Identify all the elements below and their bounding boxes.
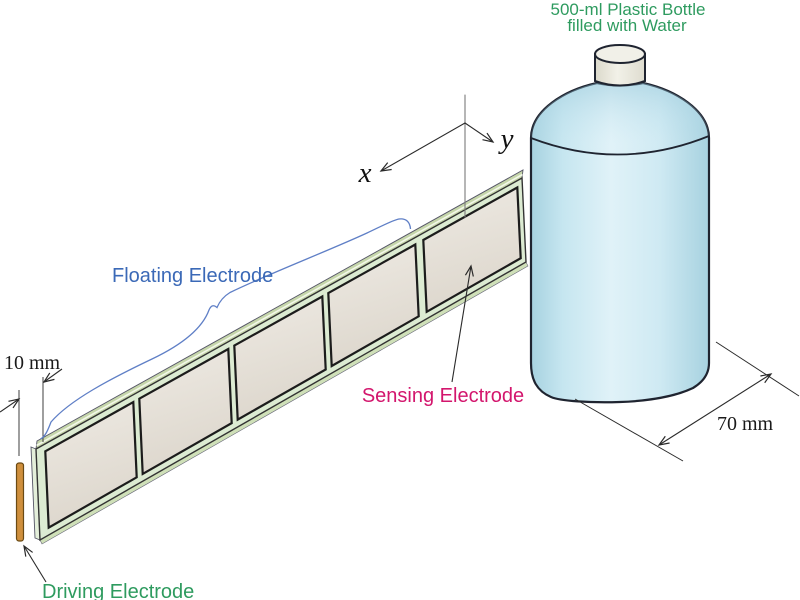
axis-y-arrow: [464, 122, 495, 143]
dimension-10mm-label: 10 mm: [4, 352, 61, 374]
plastic-bottle: [529, 44, 711, 404]
floating-electrode-plate-1: [44, 400, 138, 530]
floating-electrode-plate-3: [233, 294, 327, 422]
axis-y-label: y: [498, 123, 514, 155]
bottle-title-line1: 500-ml Plastic Bottle: [551, 0, 706, 19]
floating-electrode-label: Floating Electrode: [112, 265, 273, 287]
floating-electrode-plate-4: [327, 242, 420, 368]
coordinate-axes: [379, 94, 495, 218]
driving-electrode-arrow: [23, 544, 47, 583]
bottle-shoulder-rim: [530, 135, 710, 156]
bottle-shoulder-dome: [531, 83, 709, 155]
sensing-electrode-label: Sensing Electrode: [362, 385, 524, 407]
sensing-electrode-plate: [422, 185, 522, 314]
dimension-70mm-label: 70 mm: [717, 413, 774, 435]
driving-electrode-bar: [15, 462, 25, 542]
board-top-highlight: [36, 173, 523, 447]
dimension-70mm: [574, 341, 800, 462]
sensing-electrode-arrow: [451, 264, 474, 383]
electrode-strip-board: [30, 169, 529, 545]
axis-x-label: x: [358, 157, 372, 189]
dimension-arrow-left: [0, 398, 21, 413]
dimension-10mm: [0, 368, 63, 456]
bottle-title-line2: filled with Water: [567, 16, 687, 35]
extension-line-bottle-left: [574, 398, 684, 462]
dimension-line-diameter: [657, 373, 773, 446]
floating-electrode-plate-2: [138, 347, 233, 476]
driving-electrode-label: Driving Electrode: [42, 581, 194, 600]
axis-x-arrow: [379, 122, 466, 172]
bottle-cap-top: [594, 44, 646, 64]
floating-electrode-brace: [40, 218, 412, 440]
dimension-arrow-right: [42, 368, 63, 383]
extension-line-bottle-right: [715, 341, 800, 397]
